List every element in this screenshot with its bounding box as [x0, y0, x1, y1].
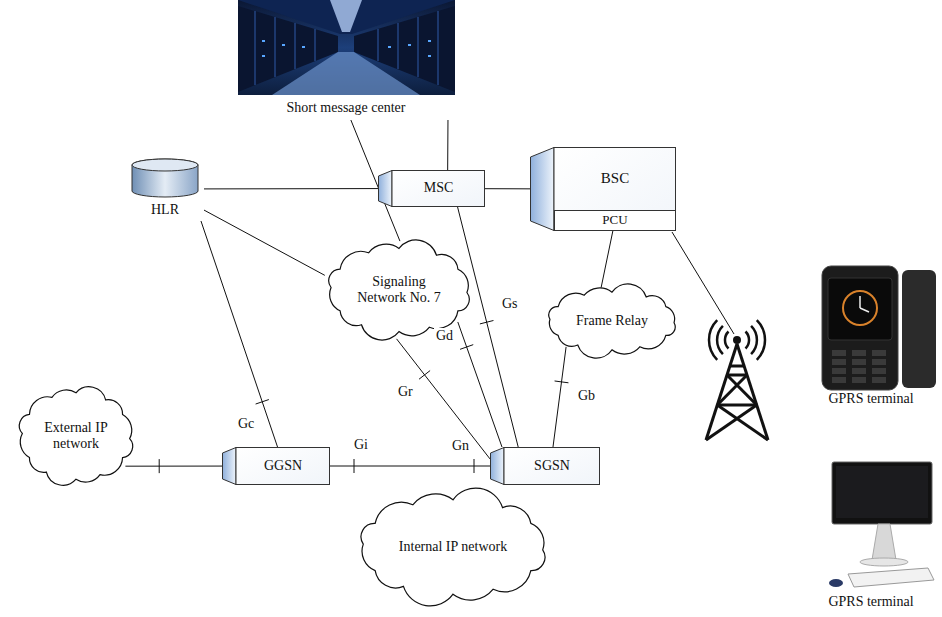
box-bevel: [491, 448, 505, 485]
node-label: Short message center: [235, 100, 457, 116]
interface-label: Gn: [450, 438, 471, 454]
cylinder-body: [132, 159, 198, 197]
database-cylinder: HLR: [126, 157, 204, 221]
cloud-outline: [329, 240, 469, 340]
link-line: [458, 207, 519, 447]
interface-label: Gs: [500, 296, 520, 312]
network-cloud: Signaling Network No. 7: [318, 238, 480, 342]
link-line: [458, 322, 502, 447]
interface-label: Gb: [576, 388, 597, 404]
interface-label: Gc: [236, 416, 256, 432]
network-cloud: External IP network: [12, 382, 140, 490]
interface-tick: [555, 381, 569, 383]
link-line: [485, 188, 530, 189]
link-line: [397, 339, 490, 459]
picture-ground: [238, 0, 455, 95]
network-cloud: Internal IP network: [346, 488, 560, 606]
network-element-box: MSC: [378, 170, 485, 207]
link-line: [447, 120, 448, 170]
network-element-box: BSC PCU: [530, 147, 676, 231]
interface-tick: [159, 459, 160, 473]
box-face: [236, 448, 330, 485]
node-label: GPRS terminal: [806, 391, 936, 407]
desktop-computer-picture: [829, 462, 934, 587]
interface-tick: [460, 345, 473, 350]
link-line: [601, 231, 613, 288]
light-strip: [330, 0, 362, 32]
unit-band: PCU: [554, 210, 676, 231]
link-line: [204, 188, 378, 189]
interface-tick: [474, 459, 475, 473]
rack-lines: [255, 11, 438, 85]
interface-label: Gd: [434, 328, 455, 344]
band-outline: [555, 211, 676, 231]
network-cloud: Frame Relay: [538, 285, 686, 357]
node-label: GPRS terminal: [806, 594, 936, 610]
node-label: Frame Relay: [557, 313, 667, 329]
interface-label: Gi: [352, 437, 370, 453]
interface-tick: [256, 400, 269, 404]
node-label: Signaling Network No. 7: [349, 274, 449, 306]
node-label: External IP network: [36, 420, 116, 452]
link-line: [125, 466, 222, 467]
network-element-box: GGSN: [222, 447, 330, 485]
interface-label: Gr: [396, 384, 415, 400]
interface-tick: [480, 320, 494, 323]
terminal-device: GPRS terminal: [806, 458, 936, 613]
data-center-picture: [238, 0, 455, 95]
link-line: [204, 210, 325, 275]
service-center: Short message center: [235, 0, 457, 120]
node-label: MSC: [392, 180, 485, 196]
base-station-tower: [706, 320, 768, 440]
node-label: SGSN: [504, 458, 600, 474]
cloud-outline: [549, 284, 675, 358]
radio-link-wire: [672, 232, 734, 334]
box-face: [392, 171, 485, 207]
interface-tick: [419, 371, 430, 380]
node-label: Internal IP network: [373, 539, 533, 555]
interface-tick: [354, 459, 355, 473]
box-bevel: [531, 148, 555, 231]
cloud-outline: [19, 387, 132, 485]
box-bevel: [379, 171, 393, 207]
rack-lights: [262, 40, 431, 57]
link-line: [201, 221, 278, 447]
node-label: BSC: [554, 170, 676, 187]
node-label: HLR: [126, 202, 204, 218]
flip-phone-picture: [822, 266, 936, 390]
terminal-device: GPRS terminal: [806, 262, 936, 408]
node-label: PCU: [554, 213, 676, 228]
cylinder-top: [132, 159, 198, 171]
network-element-box: SGSN: [490, 447, 600, 485]
cloud-outline: [361, 488, 545, 606]
box-face: [504, 448, 600, 485]
link-line: [553, 347, 566, 447]
box-face: [554, 148, 676, 231]
node-label: GGSN: [236, 458, 330, 474]
box-bevel: [223, 448, 237, 485]
